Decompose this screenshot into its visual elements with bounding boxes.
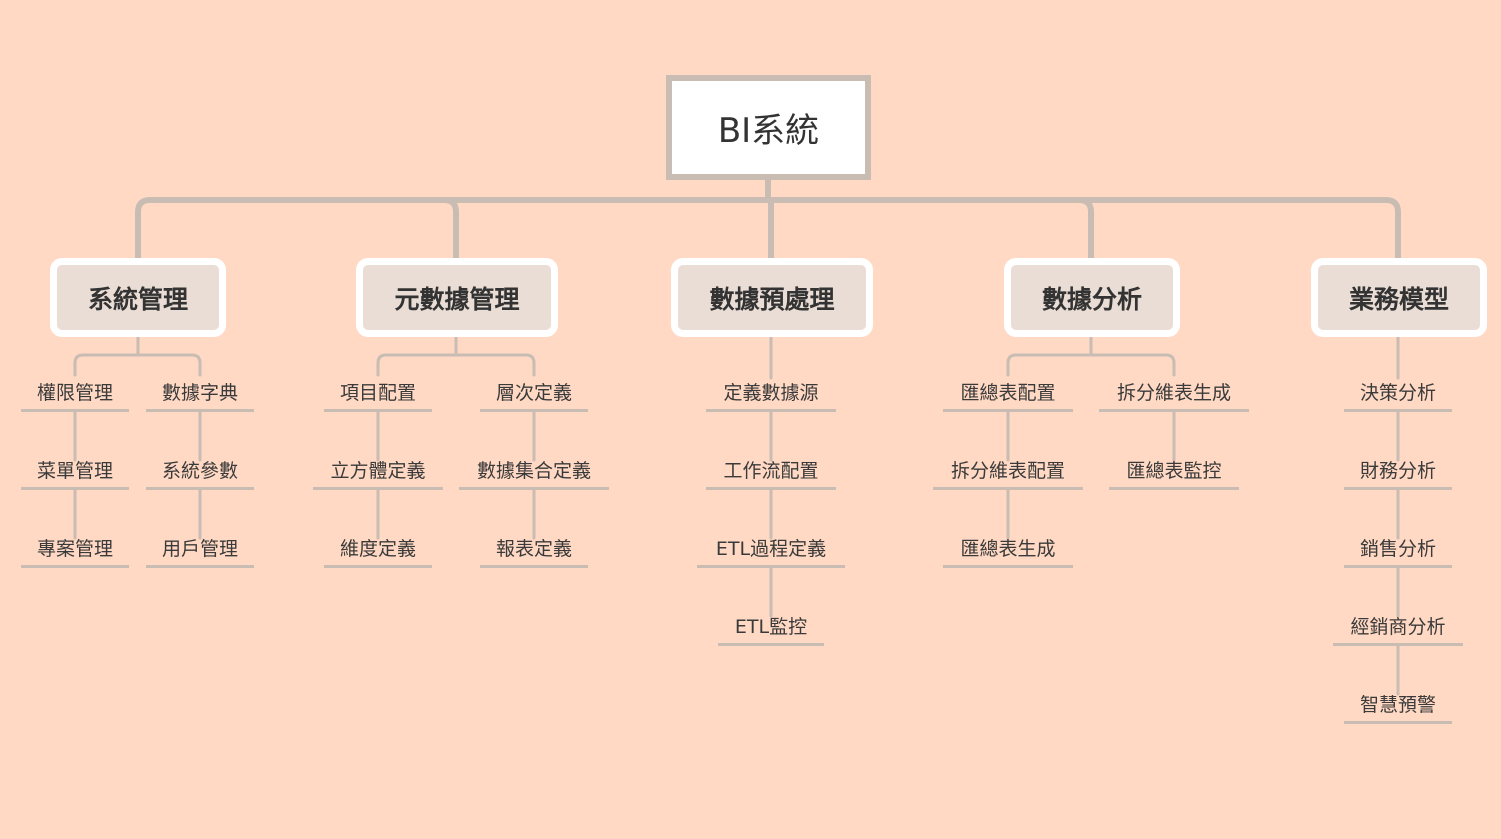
leaf-node: 拆分維表配置 <box>933 460 1083 490</box>
leaf-label: 匯總表監控 <box>1126 460 1222 482</box>
leaf-label: 權限管理 <box>36 382 113 404</box>
leaf-node: 數據集合定義 <box>459 460 609 490</box>
branch-metadata-management: 元數據管理 <box>356 258 558 337</box>
leaf-node: 權限管理 <box>21 382 129 412</box>
leaf-label: 經銷商分析 <box>1350 616 1446 638</box>
leaf-node: 決策分析 <box>1344 382 1452 412</box>
branch-data-preprocessing: 數據預處理 <box>671 258 873 337</box>
leaf-node: 智慧預警 <box>1344 694 1452 724</box>
leaf-label: 層次定義 <box>495 382 572 404</box>
leaf-node: 銷售分析 <box>1344 538 1452 568</box>
leaf-label: 維度定義 <box>339 538 416 560</box>
leaf-node: ETL監控 <box>718 616 824 646</box>
leaf-label: 菜單管理 <box>36 460 113 482</box>
leaf-label: 工作流配置 <box>723 460 819 482</box>
leaf-node: 維度定義 <box>324 538 432 568</box>
branch-label: 業務模型 <box>1348 284 1449 314</box>
leaf-node: 工作流配置 <box>706 460 836 490</box>
leaf-node: 匯總表監控 <box>1109 460 1239 490</box>
leaf-node: 拆分維表生成 <box>1099 382 1249 412</box>
leaf-node: 立方體定義 <box>313 460 443 490</box>
root-node: BI系統 <box>666 75 871 180</box>
leaf-label: ETL過程定義 <box>715 538 827 560</box>
leaf-node: 定義數據源 <box>706 382 836 412</box>
leaf-node: 用戶管理 <box>146 538 254 568</box>
leaf-label: 用戶管理 <box>161 538 238 560</box>
leaf-label: 決策分析 <box>1359 382 1436 404</box>
branch-label: 元數據管理 <box>394 284 520 314</box>
branch-business-model: 業務模型 <box>1311 258 1487 337</box>
leaf-label: 財務分析 <box>1359 460 1436 482</box>
leaf-label: 專案管理 <box>36 538 113 560</box>
leaf-label: 拆分維表配置 <box>950 460 1065 482</box>
branch-label: 數據分析 <box>1041 284 1142 314</box>
leaf-node: ETL過程定義 <box>697 538 845 568</box>
leaf-label: 系統參數 <box>161 460 238 482</box>
leaf-node: 項目配置 <box>324 382 432 412</box>
branch-data-analysis: 數據分析 <box>1004 258 1180 337</box>
leaf-label: 智慧預警 <box>1359 694 1436 716</box>
leaf-node: 財務分析 <box>1344 460 1452 490</box>
leaf-node: 報表定義 <box>480 538 588 568</box>
leaf-node: 匯總表配置 <box>943 382 1073 412</box>
leaf-node: 經銷商分析 <box>1333 616 1463 646</box>
leaf-node: 匯總表生成 <box>943 538 1073 568</box>
leaf-node: 菜單管理 <box>21 460 129 490</box>
branch-label: 數據預處理 <box>709 284 835 314</box>
leaf-label: 數據字典 <box>161 382 238 404</box>
root-node-label: BI系統 <box>717 111 820 151</box>
leaf-label: 匯總表生成 <box>960 538 1056 560</box>
leaf-label: ETL監控 <box>734 616 808 638</box>
leaf-label: 定義數據源 <box>723 382 819 404</box>
leaf-node: 數據字典 <box>146 382 254 412</box>
branch-label: 系統管理 <box>87 284 188 314</box>
leaf-label: 銷售分析 <box>1359 538 1436 560</box>
leaf-label: 報表定義 <box>495 538 572 560</box>
leaf-node: 系統參數 <box>146 460 254 490</box>
branch-system-management: 系統管理 <box>50 258 226 337</box>
leaf-node: 層次定義 <box>480 382 588 412</box>
leaf-label: 立方體定義 <box>330 460 426 482</box>
leaf-node: 專案管理 <box>21 538 129 568</box>
leaf-label: 項目配置 <box>339 382 416 404</box>
leaf-label: 數據集合定義 <box>476 460 591 482</box>
leaf-label: 拆分維表生成 <box>1116 382 1231 404</box>
leaf-label: 匯總表配置 <box>960 382 1056 404</box>
